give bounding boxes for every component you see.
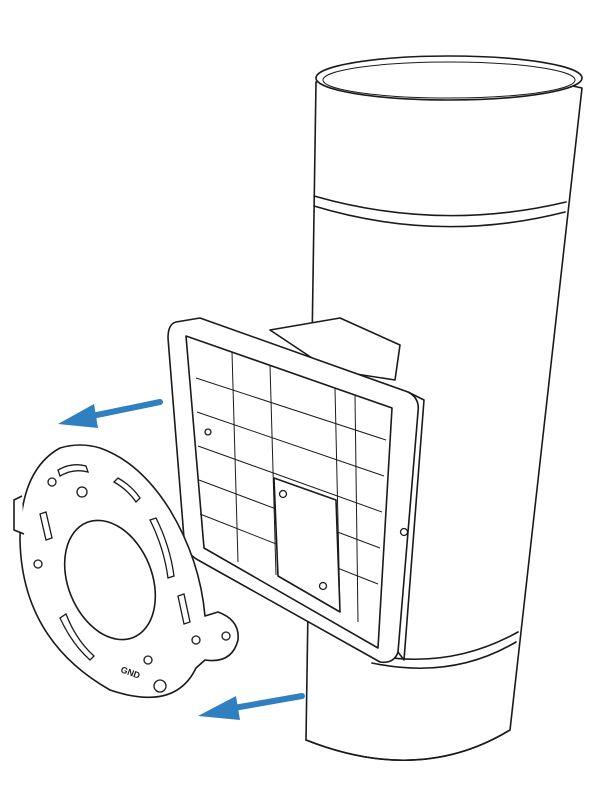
cylinder-top-rim <box>315 55 583 101</box>
mounting-plate: GND <box>13 444 239 699</box>
plate-hole <box>191 635 201 645</box>
screw-hole <box>318 581 328 591</box>
screw-hole <box>278 489 288 499</box>
screw-hole <box>399 527 409 537</box>
screw-hole <box>204 428 212 436</box>
plate-hole <box>153 679 167 693</box>
upper-arrow-head <box>58 404 98 428</box>
plate-hole <box>33 559 43 569</box>
junction-box <box>167 317 425 664</box>
upper-arrow <box>58 399 163 428</box>
lower-arrow <box>198 693 305 720</box>
plate-hole <box>143 655 153 665</box>
center-panel <box>273 477 341 613</box>
plate-hole <box>221 631 231 641</box>
plate-hole <box>47 477 57 487</box>
plate-center-hole <box>63 519 157 641</box>
plate-hole <box>76 486 88 498</box>
lower-arrow-head <box>198 696 240 720</box>
